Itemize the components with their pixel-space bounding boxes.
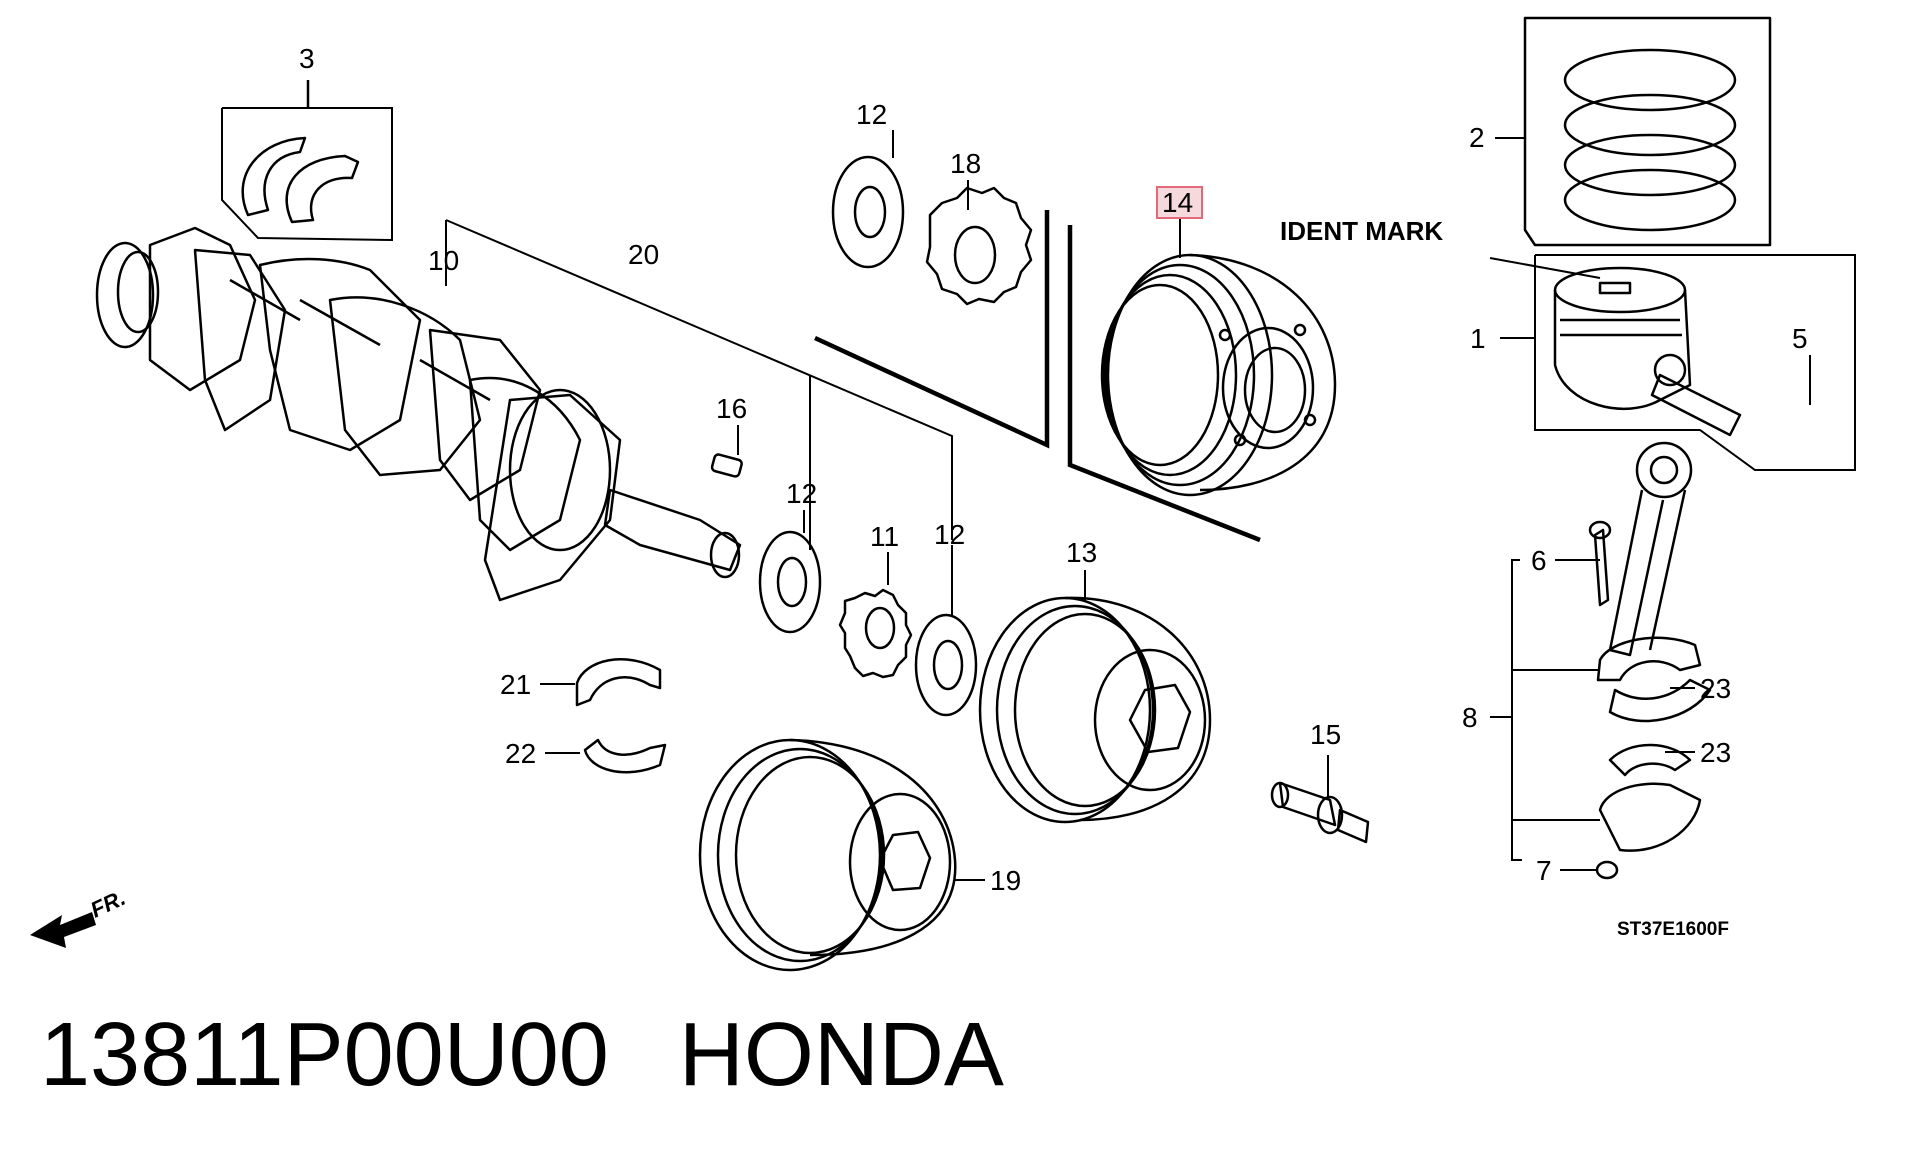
callout-13: 13 (1066, 537, 1097, 568)
callout-23-lower: 23 (1700, 737, 1731, 768)
callout-7: 7 (1536, 855, 1552, 886)
callout-12-upper: 12 (856, 99, 887, 130)
upper-timing-gear-set (831, 155, 1033, 306)
callout-23-upper: 23 (1700, 673, 1731, 704)
callout-22: 22 (505, 738, 536, 769)
callout-5: 5 (1792, 323, 1808, 354)
connecting-rod-assembly (1588, 441, 1712, 880)
front-direction-arrow: FR. (30, 885, 129, 948)
crankshaft (95, 226, 742, 602)
crankshaft-pulley-19 (698, 738, 957, 972)
woodruff-key (710, 453, 743, 478)
crankshaft-pulley-14 (1100, 253, 1337, 497)
callout-21: 21 (500, 669, 531, 700)
callout-1: 1 (1470, 323, 1486, 354)
section-divider (814, 210, 1261, 543)
piston-assembly (1534, 254, 1856, 471)
main-bearing-set (221, 80, 393, 242)
callout-8: 8 (1462, 702, 1478, 733)
callout-3: 3 (299, 43, 315, 74)
callout-15: 15 (1310, 719, 1341, 750)
thrust-washers (575, 658, 667, 774)
lower-timing-gear-set (758, 530, 978, 717)
callout-10: 10 (428, 245, 459, 276)
callout-19: 19 (990, 865, 1021, 896)
callout-2: 2 (1469, 122, 1485, 153)
ident-mark-label: IDENT MARK (1280, 216, 1443, 246)
callout-14: 14 (1162, 187, 1193, 218)
piston-ring-set (1523, 16, 1772, 247)
brand-name: HONDA (678, 1005, 1004, 1105)
callout-12-right: 12 (934, 519, 965, 550)
callout-16: 16 (716, 393, 747, 424)
callout-leaders (737, 130, 969, 615)
callout-11: 11 (870, 521, 899, 552)
crankshaft-pulley-13 (978, 596, 1212, 824)
callout-20: 20 (628, 239, 659, 270)
assembly-brackets (445, 219, 953, 540)
callout-18: 18 (950, 148, 981, 179)
figure-code: ST37E1600F (1617, 919, 1729, 940)
pulley-bolt (1270, 781, 1370, 844)
callout-12-left: 12 (786, 478, 817, 509)
callout-14-highlight (1156, 186, 1203, 219)
callout-6: 6 (1531, 545, 1547, 576)
part-number: 13811P00U00 (40, 1005, 609, 1105)
